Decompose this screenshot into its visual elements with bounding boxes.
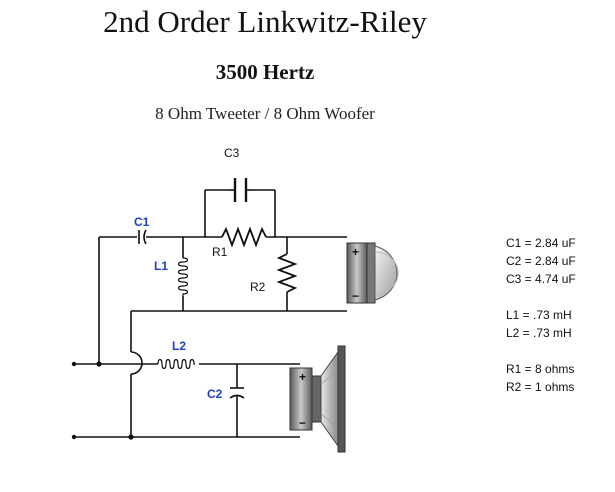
label-c1: C1 [134,215,150,229]
woofer-icon [289,345,346,453]
value-l2: L2 = .73 mH [506,326,572,340]
capacitor-c3[interactable] [230,178,252,202]
junction-dot [96,361,102,367]
woofer-plus-sign: + [299,370,306,384]
speaker-impedance-subtitle: 8 Ohm Tweeter / 8 Ohm Woofer [155,104,375,123]
tweeter-minus-sign: − [352,289,359,303]
label-l2: L2 [172,339,186,353]
value-c2: C2 = 2.84 uF [506,254,576,268]
inductor-l2[interactable] [157,358,195,370]
junction-dots [71,361,134,440]
resistor-r2[interactable] [276,253,298,293]
inductor-l1[interactable] [177,257,189,296]
value-r1: R1 = 8 ohms [506,362,575,376]
label-c3: C3 [224,146,240,160]
input-terminal-positive [71,361,77,367]
junction-dot [128,434,134,440]
label-l1: L1 [154,259,168,273]
label-r1: R1 [212,245,228,259]
woofer-minus-sign: − [299,416,306,430]
capacitor-c2[interactable] [229,387,245,399]
value-r2: R2 = 1 ohms [506,380,575,394]
page-title: 2nd Order Linkwitz-Riley [103,4,427,39]
crossover-frequency: 3500 Hertz [215,60,315,84]
tweeter-plus-sign: + [352,245,359,259]
value-c3: C3 = 4.74 uF [506,272,576,286]
input-terminal-negative [71,434,77,440]
label-r2: R2 [250,280,266,294]
value-c1: C1 = 2.84 uF [506,236,576,250]
value-l1: L1 = .73 mH [506,308,572,322]
resistor-r1[interactable] [221,226,267,248]
label-c2: C2 [207,387,223,401]
wiring [75,189,347,438]
capacitor-c1[interactable] [138,229,147,245]
component-values-list: C1 = 2.84 uF C2 = 2.84 uF C3 = 4.74 uF L… [506,234,576,396]
tweeter-icon [346,242,399,304]
